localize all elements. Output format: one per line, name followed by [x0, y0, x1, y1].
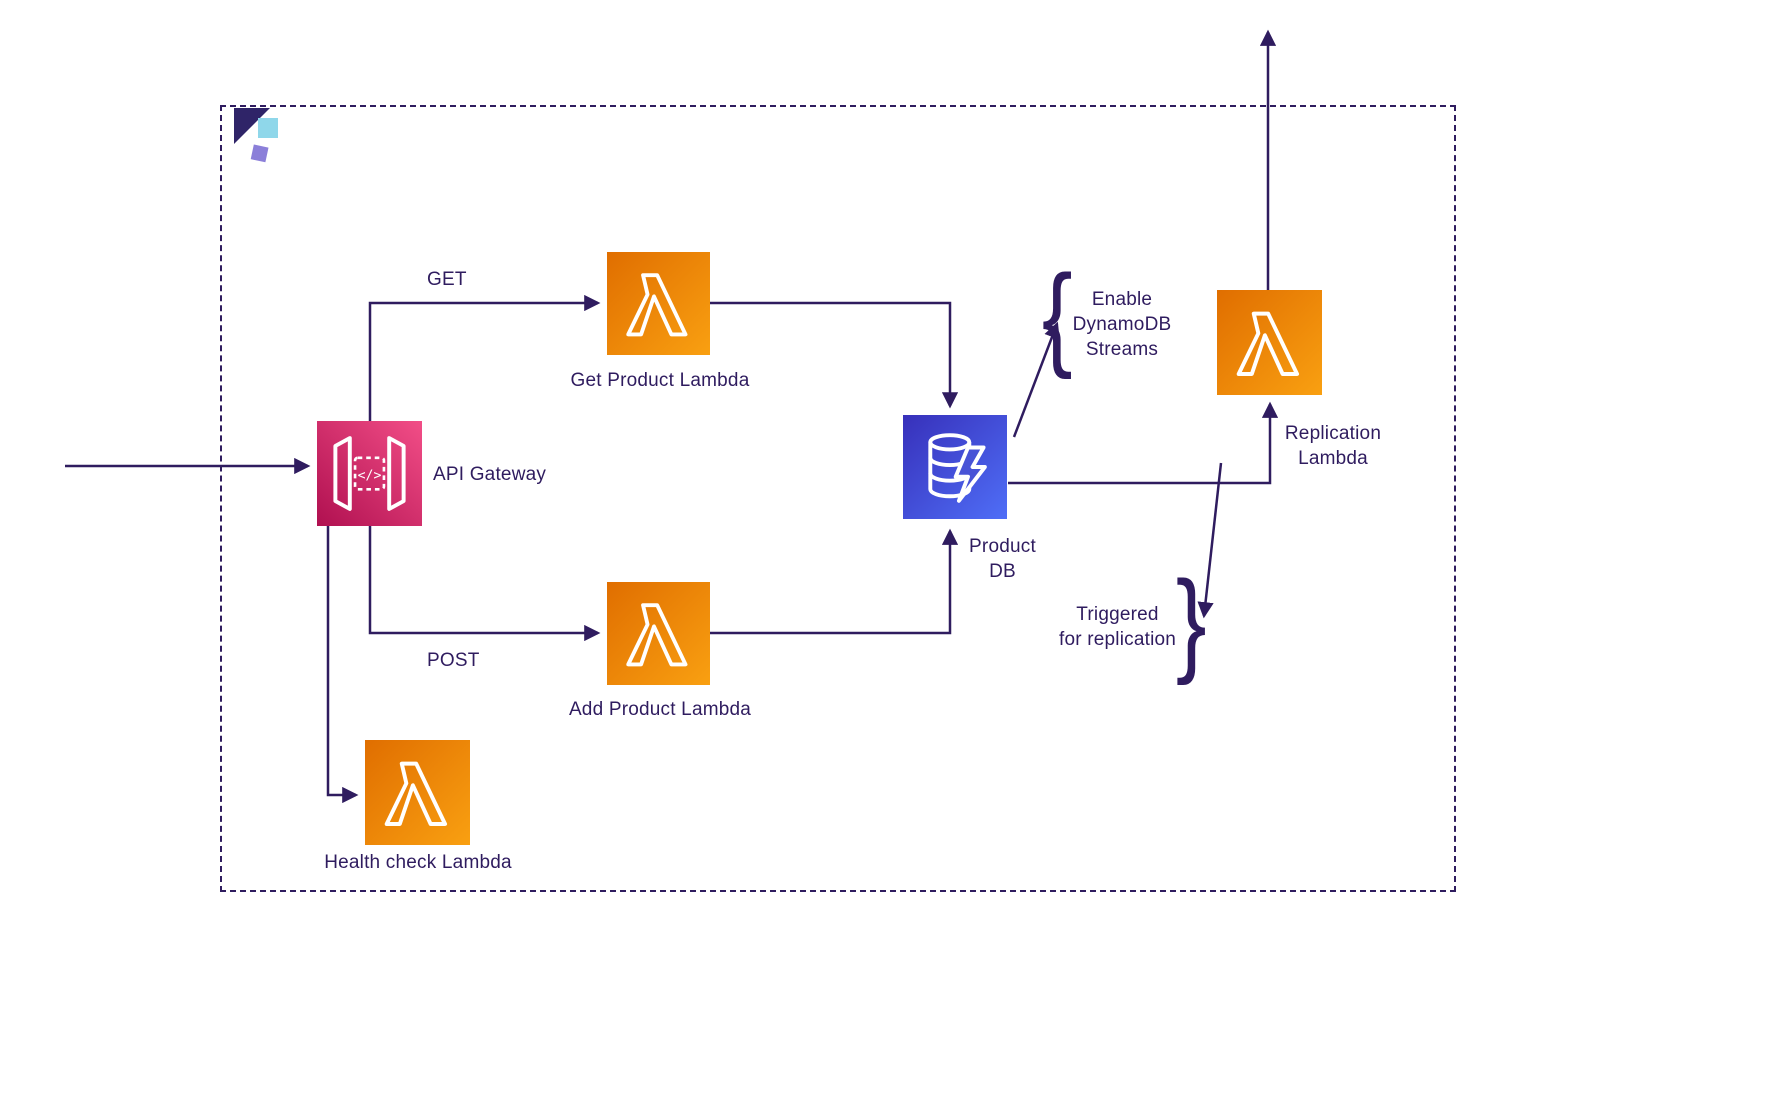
dynamodb-icon	[903, 415, 1007, 519]
get-product-lambda-node	[607, 252, 710, 355]
brand-logo-icon	[234, 108, 278, 163]
enable-streams-line3: Streams	[1085, 339, 1159, 360]
health-check-lambda-label: Health check Lambda	[324, 852, 512, 873]
region-boundary	[220, 105, 1456, 892]
enable-streams-brace: {	[1041, 252, 1073, 380]
add-product-lambda-label: Add Product Lambda	[568, 699, 752, 720]
get-product-lambda-label: Get Product Lambda	[570, 370, 750, 391]
replication-lambda-node	[1217, 290, 1322, 395]
add-product-lambda-node	[607, 582, 710, 685]
triggered-replication-line2: for replication	[1058, 629, 1177, 650]
product-db-node	[903, 415, 1007, 519]
replication-lambda-label-line2: Lambda	[1298, 448, 1368, 469]
replication-lambda-label-line1: Replication	[1284, 423, 1382, 444]
lightning-bolt-icon	[953, 445, 987, 503]
triggered-replication-brace: }	[1175, 558, 1207, 686]
lambda-icon	[607, 582, 710, 685]
api-gateway-icon: </>	[317, 421, 422, 526]
code-glyph: </>	[358, 468, 382, 483]
enable-streams-annotation: Enable DynamoDB Streams	[1060, 287, 1184, 362]
lambda-icon	[1217, 290, 1322, 395]
replication-lambda-label: Replication Lambda	[1272, 421, 1394, 471]
triggered-replication-line1: Triggered	[1076, 604, 1159, 625]
edge-label-get: GET	[427, 269, 467, 290]
brand-logo	[230, 106, 286, 170]
product-db-label-line2: DB	[989, 561, 1016, 582]
api-gateway-node: </>	[317, 421, 422, 526]
triggered-replication-annotation: Triggered for replication	[1040, 602, 1195, 652]
edge-label-post: POST	[427, 650, 480, 671]
health-check-lambda-node	[365, 740, 470, 845]
enable-streams-line1: Enable	[1091, 289, 1153, 310]
lambda-icon	[365, 740, 470, 845]
product-db-label-line1: Product	[969, 536, 1036, 557]
enable-streams-line2: DynamoDB	[1072, 314, 1172, 335]
api-gateway-label: API Gateway	[433, 464, 547, 485]
product-db-label: Product DB	[945, 534, 1060, 584]
lambda-icon	[607, 252, 710, 355]
